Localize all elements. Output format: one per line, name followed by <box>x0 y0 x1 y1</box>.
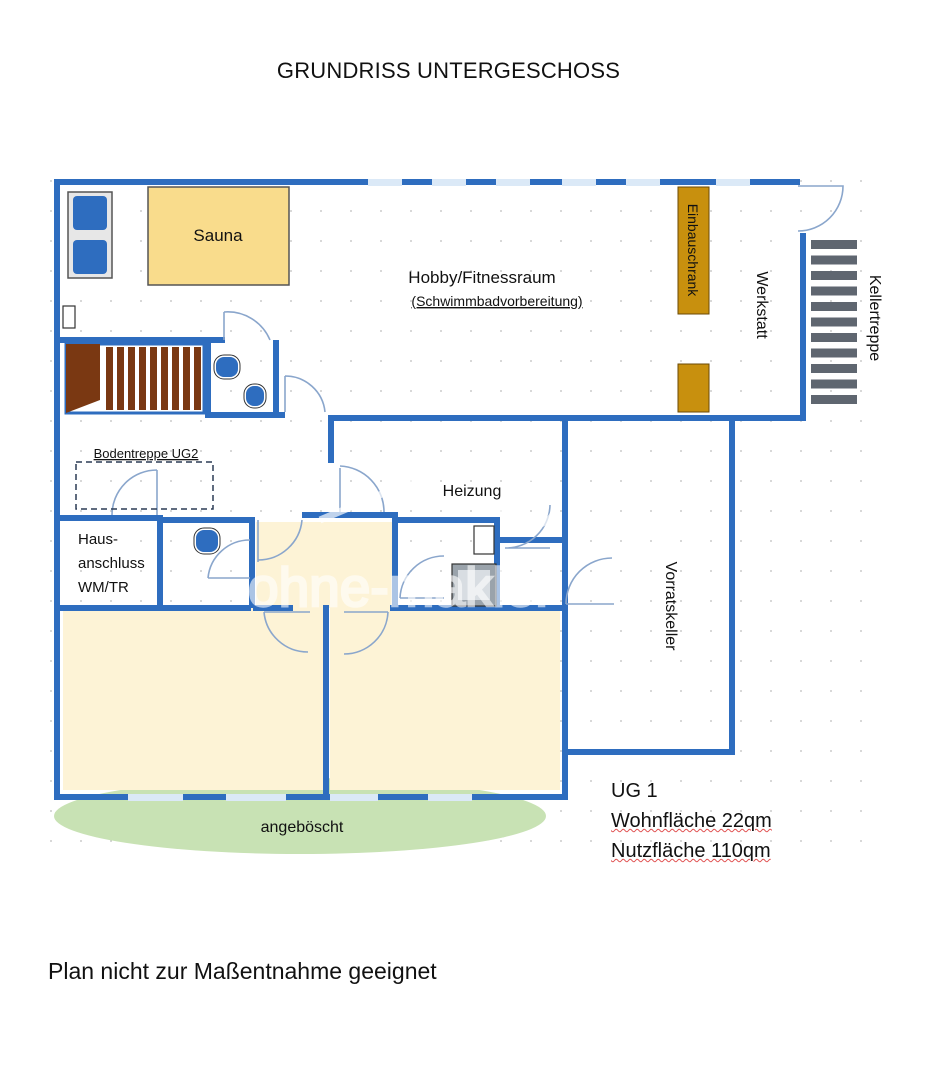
toilet-icon <box>242 382 268 410</box>
cellar-stair <box>811 240 857 404</box>
disclaimer-text: Plan nicht zur Maßentnahme geeignet <box>48 958 437 984</box>
cellar-step <box>811 379 857 389</box>
cellar-step <box>811 271 857 280</box>
cellar-step <box>811 317 857 327</box>
cellar-step <box>811 240 857 249</box>
watermark-logo: ohne-makler <box>247 474 559 619</box>
usable-area-label: Nutzfläche 110qm <box>611 840 771 862</box>
hausanschluss-label-3: WM/TR <box>78 579 129 596</box>
cellar-step <box>811 364 857 373</box>
stair-step <box>150 347 157 410</box>
interior-stair <box>64 342 206 415</box>
sauna-room <box>147 186 290 286</box>
stair-step <box>106 347 113 410</box>
stair-step <box>128 347 135 410</box>
stair-step <box>139 347 146 410</box>
fixtures <box>62 191 497 607</box>
stair-step <box>117 347 124 410</box>
werkstatt-label: Werkstatt <box>753 271 770 339</box>
stair-step <box>183 347 190 410</box>
room-right-fill <box>330 608 560 790</box>
hobby-note-label: (Schwimmbadvorbereitung) <box>411 293 582 309</box>
watermark-text: ohne-makler <box>248 556 554 618</box>
einbauschrank-label: Einbauschrank <box>685 204 701 298</box>
door-swings <box>111 185 844 655</box>
sink-icon <box>62 305 76 329</box>
stair-step <box>172 347 179 410</box>
cabinet-small <box>677 363 710 413</box>
stair-step <box>194 347 201 410</box>
toilet-icon <box>192 526 222 556</box>
area-summary: UG 1 Wohnfläche 22qm Nutzfläche 110qm <box>611 776 772 866</box>
cellar-step <box>811 395 857 404</box>
walls <box>54 179 806 800</box>
vorratskeller-label: Vorratskeller <box>662 562 679 652</box>
bodentreppe-outline <box>75 461 214 510</box>
hall-fill <box>256 522 396 608</box>
cellar-step <box>811 255 857 265</box>
cellar-step <box>811 302 857 311</box>
hobby-label: Hobby/Fitnessraum <box>408 268 555 287</box>
bodentreppe-label: Bodentreppe UG2 <box>94 446 199 461</box>
angeboescht-label: angeböscht <box>261 819 344 836</box>
kellertreppe-label: Kellertreppe <box>866 275 883 361</box>
cellar-step <box>811 333 857 342</box>
hausanschluss-label-1: Haus- <box>78 531 118 548</box>
sink-icon <box>473 525 495 555</box>
plan-title: GRUNDRISS UNTERGESCHOSS <box>276 58 621 83</box>
hausanschluss-label-2: anschluss <box>78 555 145 572</box>
windows <box>128 179 750 801</box>
level-label: UG 1 <box>611 780 658 802</box>
living-area-label: Wohnfläche 22qm <box>611 810 772 832</box>
stair-step <box>161 347 168 410</box>
sauna-label: Sauna <box>193 226 243 245</box>
cellar-step <box>811 348 857 358</box>
toilet-icon <box>212 353 242 381</box>
heizung-label: Heizung <box>443 483 502 500</box>
room-left-fill <box>63 608 325 790</box>
einbauschrank-cabinet <box>677 186 710 315</box>
cellar-step <box>811 286 857 296</box>
